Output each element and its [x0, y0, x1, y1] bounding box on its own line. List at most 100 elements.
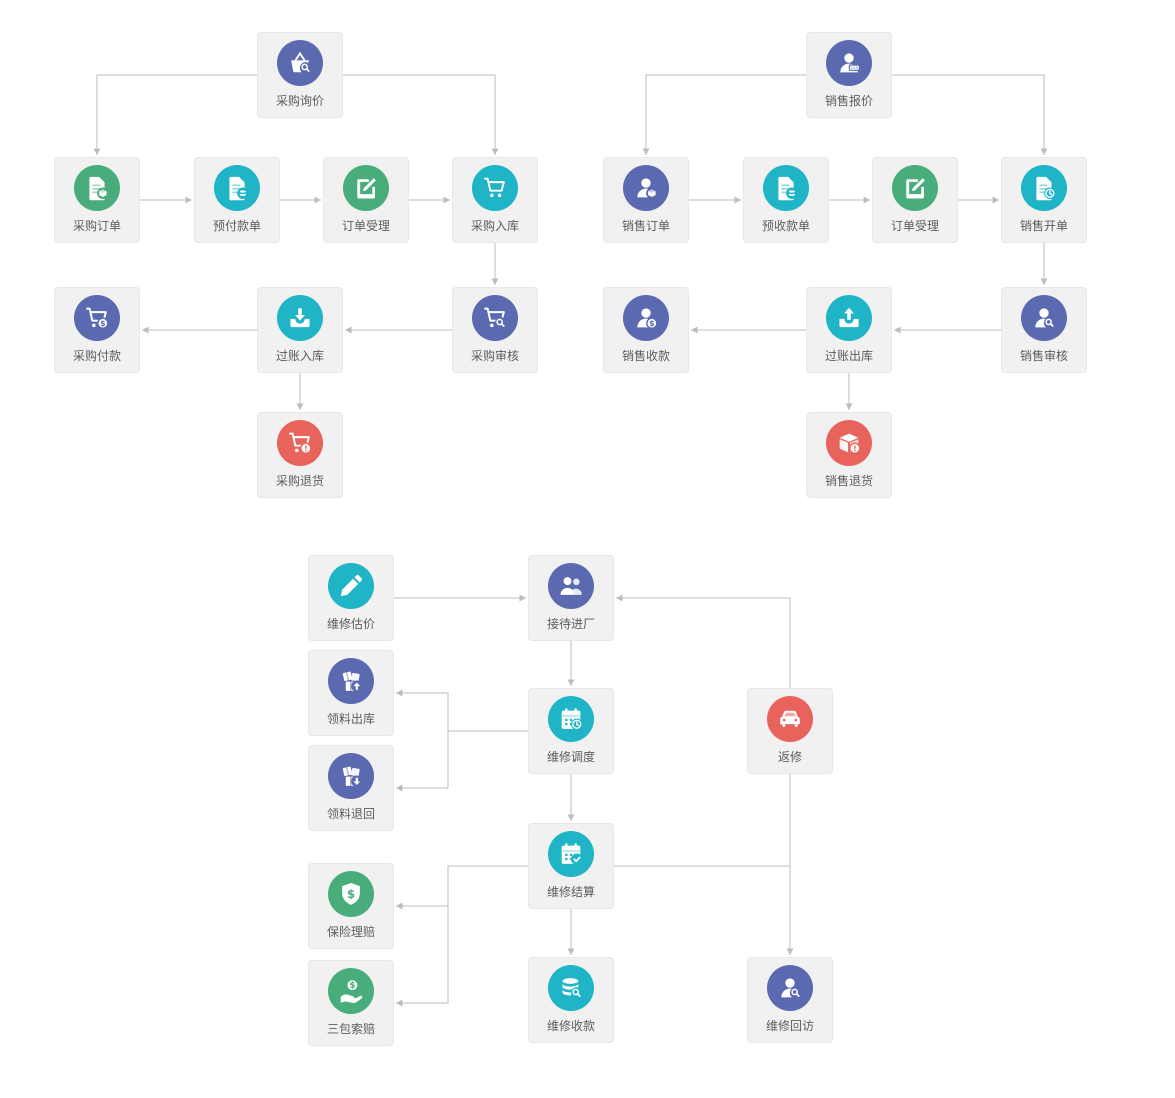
node-label: 三包索赔 [326, 1022, 375, 1036]
node-advance-receipt-bill[interactable]: 预收款单 [743, 157, 829, 243]
node-label: 领料出库 [326, 712, 375, 726]
node-label: 销售审核 [1019, 349, 1068, 363]
connector-repair-settlement-to-insurance-claim [396, 865, 528, 907]
boxes-arrow-up-icon [328, 658, 374, 704]
node-purchase-review[interactable]: 采购审核 [452, 287, 538, 373]
arrowhead [1040, 278, 1048, 285]
arrowhead [491, 278, 499, 285]
node-sales-order[interactable]: 销售订单 [603, 157, 689, 243]
node-reception[interactable]: 接待进厂 [528, 555, 614, 641]
node-posting-inbound[interactable]: 过账入库 [257, 287, 343, 373]
tray-up-icon [826, 295, 872, 341]
arrowhead [642, 148, 650, 155]
cart-search-icon [472, 295, 518, 341]
node-label: 维修收款 [546, 1019, 595, 1033]
doc-coins-icon [214, 165, 260, 211]
doc-coins-icon [763, 165, 809, 211]
node-label: 采购付款 [72, 349, 121, 363]
node-label: 采购退货 [275, 474, 324, 488]
arrowhead [519, 594, 526, 602]
node-repair-estimate[interactable]: 维修估价 [308, 555, 394, 641]
node-prepayment-bill[interactable]: 预付款单 [194, 157, 280, 243]
node-label: 预付款单 [212, 219, 261, 233]
node-label: 销售收款 [621, 349, 670, 363]
node-order-acceptance-purchase[interactable]: 订单受理 [323, 157, 409, 243]
connector-sales-quote-to-sales-billing [892, 74, 1045, 155]
coins-search-icon [548, 965, 594, 1011]
arrowhead [142, 326, 149, 334]
connector-repair-dispatch-to-material-return [396, 731, 449, 789]
arrowhead [396, 784, 403, 792]
node-label: 销售退货 [824, 474, 873, 488]
person-search-icon [1021, 295, 1067, 341]
node-purchase-inquiry[interactable]: 采购询价 [257, 32, 343, 118]
node-purchase-return[interactable]: 采购退货 [257, 412, 343, 498]
connector-sales-quote-to-sales-order [645, 74, 806, 155]
person-dollar-icon [623, 295, 669, 341]
tray-down-icon [277, 295, 323, 341]
arrowhead [567, 814, 575, 821]
arrowhead [314, 196, 321, 204]
node-posting-outbound[interactable]: 过账出库 [806, 287, 892, 373]
edit-icon [343, 165, 389, 211]
calendar-check-icon [548, 831, 594, 877]
node-repair-dispatch[interactable]: 维修调度 [528, 688, 614, 774]
arrowhead [691, 326, 698, 334]
node-label: 保险理赔 [326, 925, 375, 939]
arrowhead [443, 196, 450, 204]
node-repair-settlement[interactable]: 维修结算 [528, 823, 614, 909]
doc-clock-icon [1021, 165, 1067, 211]
arrowhead [734, 196, 741, 204]
arrowhead [894, 326, 901, 334]
node-label: 订单受理 [890, 219, 939, 233]
node-sales-billing[interactable]: 销售开单 [1001, 157, 1087, 243]
node-sales-review[interactable]: 销售审核 [1001, 287, 1087, 373]
person-search-icon [767, 965, 813, 1011]
person-tag-icon [826, 40, 872, 86]
node-label: 销售开单 [1019, 219, 1068, 233]
node-sales-collection[interactable]: 销售收款 [603, 287, 689, 373]
people-icon [548, 563, 594, 609]
cart-warn-icon [277, 420, 323, 466]
node-label: 过账入库 [275, 349, 324, 363]
node-label: 维修结算 [546, 885, 595, 899]
node-label: 维修估价 [326, 617, 375, 631]
node-material-return[interactable]: 领料退回 [308, 745, 394, 831]
connector-rework-to-reception [616, 597, 791, 688]
node-sales-quote[interactable]: 销售报价 [806, 32, 892, 118]
pencil-icon [328, 563, 374, 609]
node-sales-return[interactable]: 销售退货 [806, 412, 892, 498]
arrowhead [786, 948, 794, 955]
node-label: 订单受理 [341, 219, 390, 233]
arrowhead [992, 196, 999, 204]
node-warranty-claim[interactable]: 三包索赔 [308, 960, 394, 1046]
cart-dollar-icon [74, 295, 120, 341]
node-label: 预收款单 [761, 219, 810, 233]
box-warn-icon [826, 420, 872, 466]
node-purchase-payment[interactable]: 采购付款 [54, 287, 140, 373]
boxes-arrow-down-icon [328, 753, 374, 799]
connector-purchase-inquiry-to-purchase-order [96, 74, 257, 155]
node-repair-collection[interactable]: 维修收款 [528, 957, 614, 1043]
person-box-icon [623, 165, 669, 211]
car-icon [767, 696, 813, 742]
arrowhead [491, 148, 499, 155]
node-order-acceptance-sales[interactable]: 订单受理 [872, 157, 958, 243]
arrowhead [93, 148, 101, 155]
arrowhead [396, 689, 403, 697]
arrowhead [567, 679, 575, 686]
arrowhead [863, 196, 870, 204]
node-label: 过账出库 [824, 349, 873, 363]
arrowhead [296, 403, 304, 410]
node-rework[interactable]: 返修 [747, 688, 833, 774]
node-purchase-order[interactable]: 采购订单 [54, 157, 140, 243]
calendar-clock-icon [548, 696, 594, 742]
node-label: 采购审核 [470, 349, 519, 363]
node-label: 维修调度 [546, 750, 595, 764]
node-material-outbound[interactable]: 领料出库 [308, 650, 394, 736]
arrowhead [345, 326, 352, 334]
node-repair-followup[interactable]: 维修回访 [747, 957, 833, 1043]
node-purchase-inbound[interactable]: 采购入库 [452, 157, 538, 243]
node-insurance-claim[interactable]: 保险理赔 [308, 863, 394, 949]
